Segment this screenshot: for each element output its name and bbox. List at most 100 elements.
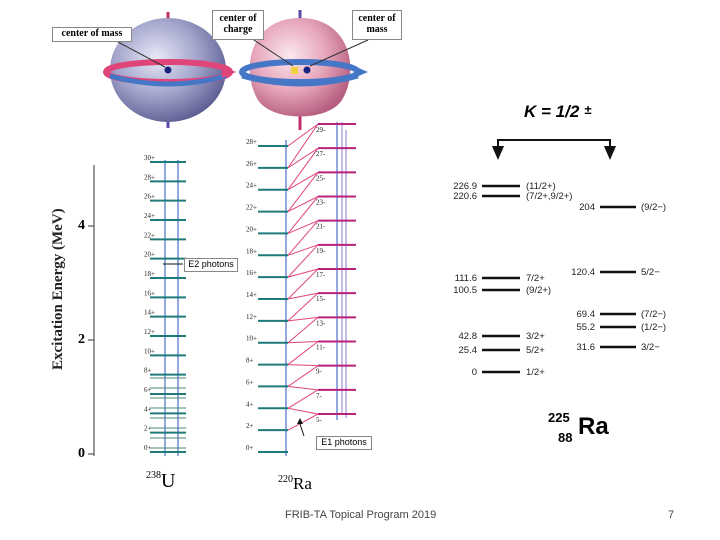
u238-label: 238U <box>146 470 175 493</box>
e1-pointer <box>299 423 305 437</box>
page-number: 7 <box>668 509 675 521</box>
k-parity: ± <box>584 102 592 117</box>
ra225-left-energy: 25.4 <box>459 345 478 356</box>
u238-spin-label: 14+ <box>144 309 155 317</box>
ra225-right-spin: 5/2− <box>641 267 660 278</box>
ra220-pos-spin-label: 6+ <box>246 378 254 386</box>
e1-transition <box>287 341 319 365</box>
ra225-left-spin: 5/2+ <box>526 345 545 356</box>
e1-transition <box>287 365 319 387</box>
e1-photons-label: E1 photons <box>316 436 372 450</box>
u238-spin-label: 30+ <box>144 154 155 162</box>
callout-pointer <box>117 41 166 68</box>
ra220-mass: 220 <box>278 474 293 485</box>
ra220-pos-spin-label: 2+ <box>246 422 254 430</box>
y-tick-2: 2 <box>78 332 85 347</box>
ra225-left-spin: (7/2+,9/2+) <box>526 191 572 202</box>
ra225-right-energy: 120.4 <box>571 267 595 278</box>
ra225-left-spin: (9/2+) <box>526 285 551 296</box>
ra225-left-energy: 100.5 <box>453 285 477 296</box>
ra225-left-energy: 0 <box>472 367 477 378</box>
e1-transition <box>287 341 319 344</box>
u238-spin-label: 28+ <box>144 173 155 181</box>
e1-transition <box>287 292 319 322</box>
u238-band: 30+28+26+24+22+20+18+16+14+12+10+8+6+4+2… <box>144 154 186 456</box>
e1-transition <box>287 364 319 367</box>
e1-transition <box>287 268 319 300</box>
callout-pointer <box>309 39 369 67</box>
e1-transition <box>287 123 319 147</box>
ra220-neg-spin-label: 27- <box>316 150 326 158</box>
e1-transition <box>287 123 319 169</box>
footer-program: FRIB-TA Topical Program 2019 <box>285 509 437 521</box>
ra220-pos-spin-label: 0+ <box>246 444 254 452</box>
ra220-pos-spin-label: 24+ <box>246 182 257 190</box>
ra220-pos-spin-label: 14+ <box>246 291 257 299</box>
ra225-right-energy: 55.2 <box>577 322 596 333</box>
ra225-right-spin: (9/2−) <box>641 202 666 213</box>
e1-transition <box>287 389 319 409</box>
ra220-pos-spin-label: 26+ <box>246 160 257 168</box>
ra225-left-energy: 42.8 <box>459 331 478 342</box>
e1-transition <box>287 316 319 344</box>
ra225-left-spin: 3/2+ <box>526 331 545 342</box>
k-label: K = 1/2 ± <box>524 102 591 122</box>
ra220-neg-spin-label: 19- <box>316 247 326 255</box>
k-value: K = 1/2 <box>524 102 580 121</box>
ra220-pos-spin-label: 4+ <box>246 400 254 408</box>
e1-transition <box>287 244 319 278</box>
e1-transition <box>287 407 319 415</box>
ra225-right-energy: 69.4 <box>577 309 596 320</box>
e1-transition <box>287 196 319 213</box>
energy-axis <box>88 165 95 456</box>
k-band-bracket <box>492 139 616 160</box>
u238-spin-label: 24+ <box>144 212 155 220</box>
ra220-pos-spin-label: 10+ <box>246 335 257 343</box>
ra220-neg-spin-label: 29- <box>316 126 326 134</box>
ra220-neg-spin-label: 15- <box>316 295 326 303</box>
callout-pointer <box>247 35 294 67</box>
ra220-pos-spin-label: 8+ <box>246 357 254 365</box>
e1-pointer-head <box>297 418 303 424</box>
ra220-neg-spin-label: 23- <box>316 199 326 207</box>
coc-label: center of charge <box>212 10 264 40</box>
ra220-neg-spin-label: 9- <box>316 368 323 376</box>
ra225-left-energy: 111.6 <box>455 273 477 284</box>
e1-transition <box>287 268 319 278</box>
ra225-right-energy: 204 <box>579 202 595 213</box>
e1-transition <box>287 171 319 191</box>
u238-spin-label: 20+ <box>144 251 155 259</box>
ra225-right-spin: (1/2−) <box>641 322 666 333</box>
ra220-band: 28+26+24+22+20+18+16+14+12+10+8+6+4+2+0+… <box>246 122 356 456</box>
u238-spin-label: 26+ <box>144 193 155 201</box>
u238-symbol: U <box>161 470 176 492</box>
e1-transition <box>287 220 319 256</box>
octupole-nucleus <box>239 10 368 130</box>
ra220-neg-spin-label: 21- <box>316 223 326 231</box>
com-label-left: center of mass <box>52 27 132 42</box>
u238-spin-label: 0+ <box>144 444 152 452</box>
ra225-left-spin: 7/2+ <box>526 273 545 284</box>
e1-transition <box>287 172 319 212</box>
ra225-left-energy: 220.6 <box>453 191 477 202</box>
u238-spin-label: 12+ <box>144 328 155 336</box>
y-tick-0: 0 <box>78 446 85 461</box>
ra220-neg-spin-label: 7- <box>316 392 323 400</box>
ra220-neg-spin-label: 13- <box>316 319 326 327</box>
ra220-pos-spin-label: 28+ <box>246 138 257 146</box>
ra220-pos-spin-label: 16+ <box>246 269 257 277</box>
u238-spin-label: 2+ <box>144 425 152 433</box>
e1-transition <box>287 413 319 431</box>
u238-spin-label: 8+ <box>144 367 152 375</box>
e1-transition <box>287 147 319 191</box>
u238-mass: 238 <box>146 470 161 481</box>
e1-transition <box>287 196 319 234</box>
ra225-right-spin: 3/2− <box>641 342 660 353</box>
ra225-left-energy: 226.9 <box>453 181 477 192</box>
u238-spin-label: 4+ <box>144 405 152 413</box>
u238-spin-label: 22+ <box>144 231 155 239</box>
y-axis-label: Excitation Energy (MeV) <box>50 208 66 370</box>
e1-transition <box>287 292 319 300</box>
u238-spin-label: 10+ <box>144 347 155 355</box>
